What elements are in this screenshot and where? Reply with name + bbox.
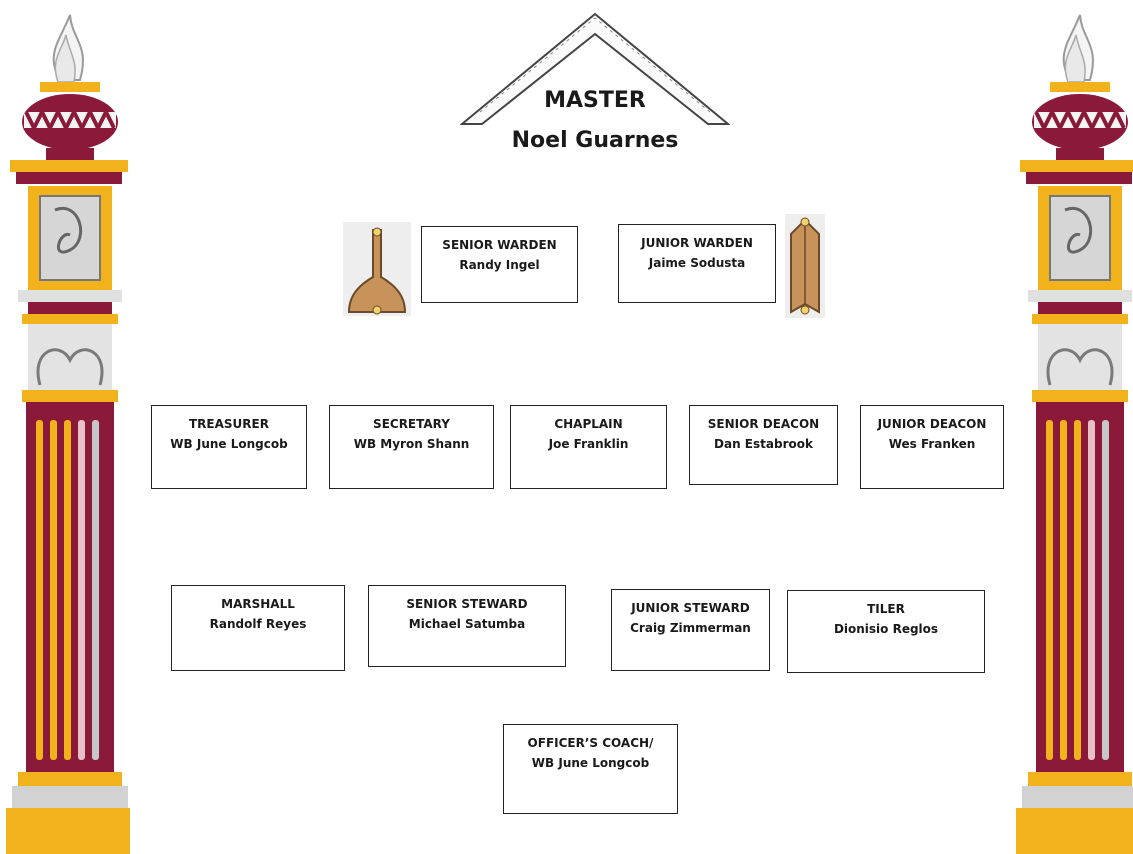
square-emblem-icon bbox=[460, 12, 730, 125]
officer-name: Jaime Sodusta bbox=[648, 256, 746, 270]
officer-name: Dionisio Reglos bbox=[833, 622, 939, 636]
officer-box-junior-warden: JUNIOR WARDEN Jaime Sodusta bbox=[618, 224, 776, 303]
officer-title: TREASURER bbox=[189, 417, 269, 431]
officer-box-officers-coach: OFFICER’S COACH/ WB June Longcob bbox=[503, 724, 678, 814]
officer-title: SECRETARY bbox=[373, 417, 450, 431]
officer-name: Craig Zimmerman bbox=[630, 621, 751, 635]
officer-name: Joe Franklin bbox=[548, 437, 629, 451]
officer-title: SENIOR STEWARD bbox=[406, 597, 528, 611]
officer-name: Randolf Reyes bbox=[209, 617, 307, 631]
officer-name: WB June Longcob bbox=[531, 756, 650, 770]
officer-title: MARSHALL bbox=[221, 597, 295, 611]
officer-name: WB June Longcob bbox=[170, 437, 288, 451]
officer-title: JUNIOR DEACON bbox=[877, 417, 987, 431]
officer-box-chaplain: CHAPLAIN Joe Franklin bbox=[510, 405, 667, 489]
officer-box-treasurer: TREASURER WB June Longcob bbox=[151, 405, 307, 489]
right-pillar-icon bbox=[1016, 14, 1133, 854]
officer-box-junior-steward: JUNIOR STEWARD Craig Zimmerman bbox=[611, 589, 770, 671]
officer-title: TILER bbox=[867, 602, 905, 616]
left-pillar-icon bbox=[6, 14, 130, 854]
officer-box-senior-deacon: SENIOR DEACON Dan Estabrook bbox=[689, 405, 838, 485]
officer-box-senior-steward: SENIOR STEWARD Michael Satumba bbox=[368, 585, 566, 667]
officer-box-senior-warden: SENIOR WARDEN Randy Ingel bbox=[421, 226, 578, 303]
officer-title: CHAPLAIN bbox=[554, 417, 623, 431]
officer-name: Dan Estabrook bbox=[714, 437, 813, 451]
officer-name: Wes Franken bbox=[888, 437, 976, 451]
officer-name: Randy Ingel bbox=[459, 258, 540, 272]
officer-box-junior-deacon: JUNIOR DEACON Wes Franken bbox=[860, 405, 1004, 489]
master-name: Noel Guarnes bbox=[511, 128, 679, 153]
officer-box-secretary: SECRETARY WB Myron Shann bbox=[329, 405, 494, 489]
officer-box-marshall: MARSHALL Randolf Reyes bbox=[171, 585, 345, 671]
level-icon bbox=[343, 222, 411, 316]
officer-name: WB Myron Shann bbox=[353, 437, 470, 451]
officer-title: JUNIOR WARDEN bbox=[641, 236, 753, 250]
officer-title: OFFICER’S COACH/ bbox=[527, 736, 654, 750]
officer-title: SENIOR DEACON bbox=[707, 417, 820, 431]
officer-title: JUNIOR STEWARD bbox=[631, 601, 750, 615]
officer-box-tiler: TILER Dionisio Reglos bbox=[787, 590, 985, 673]
plumb-icon bbox=[785, 214, 825, 318]
officer-title: SENIOR WARDEN bbox=[442, 238, 557, 252]
master-title: MASTER bbox=[544, 88, 646, 113]
officer-name: Michael Satumba bbox=[408, 617, 526, 631]
